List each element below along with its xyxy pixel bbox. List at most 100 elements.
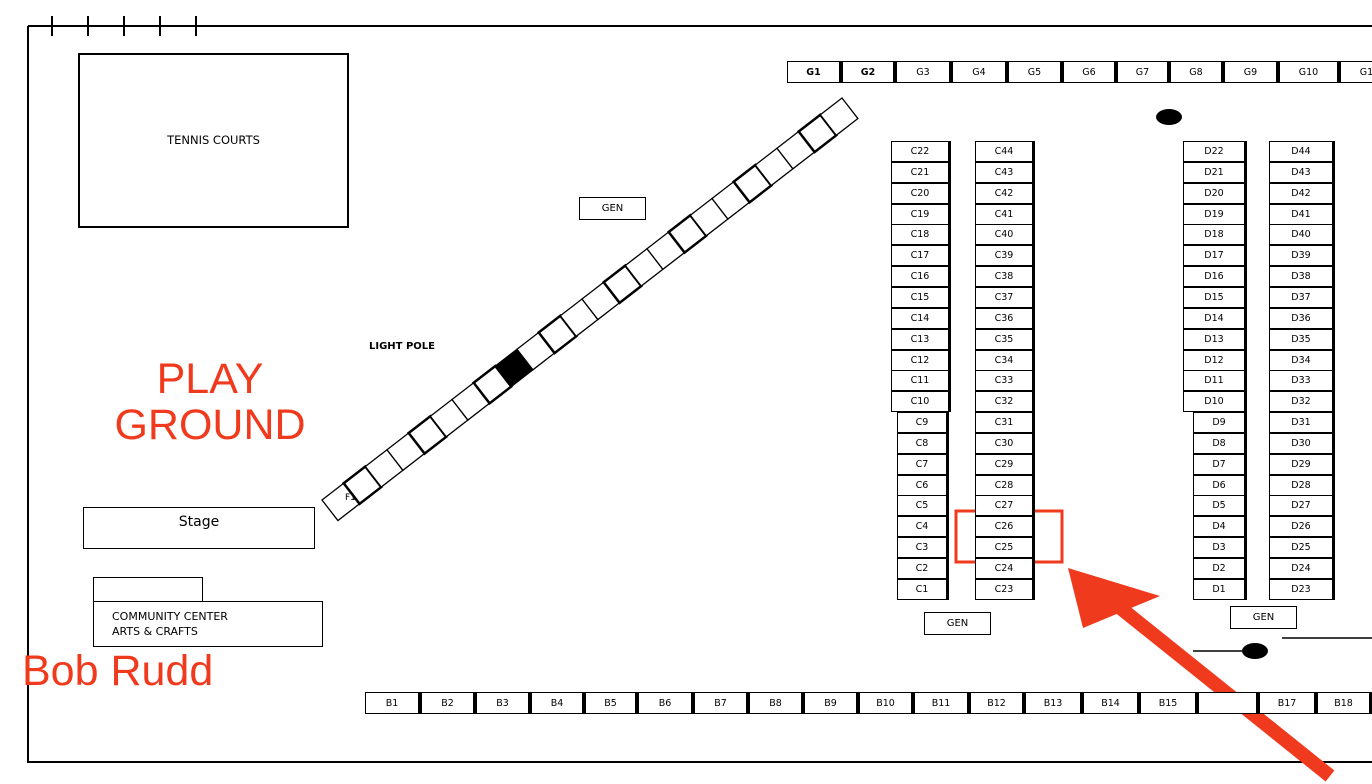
booth-c9[interactable]: C9 — [897, 412, 949, 434]
booth-c1[interactable]: C1 — [897, 578, 949, 600]
booth-d23[interactable]: D23 — [1269, 578, 1335, 600]
booth-c42[interactable]: C42 — [975, 182, 1035, 204]
booth-b16[interactable] — [1198, 692, 1259, 714]
booth-c18[interactable]: C18 — [891, 224, 951, 246]
booth-d5[interactable]: D5 — [1193, 495, 1247, 517]
booth-c20[interactable]: C20 — [891, 182, 951, 204]
booth-d14[interactable]: D14 — [1183, 307, 1247, 329]
booth-d35[interactable]: D35 — [1269, 328, 1335, 350]
booth-c12[interactable]: C12 — [891, 349, 951, 371]
booth-b1[interactable]: B1 — [365, 692, 421, 714]
booth-b9[interactable]: B9 — [804, 692, 859, 714]
booth-g10[interactable]: G10 — [1279, 61, 1340, 83]
booth-d39[interactable]: D39 — [1269, 245, 1335, 267]
booth-d44[interactable]: D44 — [1269, 141, 1335, 162]
booth-d8[interactable]: D8 — [1193, 432, 1247, 454]
booth-c25[interactable]: C25 — [975, 537, 1035, 559]
booth-d24[interactable]: D24 — [1269, 558, 1335, 579]
booth-d29[interactable]: D29 — [1269, 453, 1335, 475]
booth-b13[interactable]: B13 — [1025, 692, 1083, 714]
booth-g1[interactable]: G1 — [787, 61, 842, 83]
booth-c43[interactable]: C43 — [975, 161, 1035, 183]
booth-d1[interactable]: D1 — [1193, 578, 1247, 600]
booth-d22[interactable]: D22 — [1183, 141, 1247, 162]
booth-d6[interactable]: D6 — [1193, 474, 1247, 496]
booth-c2[interactable]: C2 — [897, 558, 949, 579]
booth-d32[interactable]: D32 — [1269, 391, 1335, 413]
gen-box-left[interactable]: GEN — [579, 197, 646, 220]
community-center[interactable]: COMMUNITY CENTER ARTS & CRAFTS — [93, 601, 323, 647]
booth-d31[interactable]: D31 — [1269, 412, 1335, 434]
booth-b8[interactable]: B8 — [749, 692, 804, 714]
gen-box-right[interactable]: GEN — [1230, 606, 1297, 629]
booth-g2[interactable]: G2 — [842, 61, 896, 83]
booth-c7[interactable]: C7 — [897, 453, 949, 475]
booth-d38[interactable]: D38 — [1269, 266, 1335, 288]
booth-d7[interactable]: D7 — [1193, 453, 1247, 475]
booth-d28[interactable]: D28 — [1269, 474, 1335, 496]
booth-d36[interactable]: D36 — [1269, 307, 1335, 329]
booth-c27[interactable]: C27 — [975, 495, 1035, 517]
booth-c5[interactable]: C5 — [897, 495, 949, 517]
booth-c22[interactable]: C22 — [891, 141, 951, 162]
booth-c13[interactable]: C13 — [891, 328, 951, 350]
booth-c41[interactable]: C41 — [975, 203, 1035, 225]
booth-c16[interactable]: C16 — [891, 266, 951, 288]
booth-c10[interactable]: C10 — [891, 391, 951, 413]
booth-d20[interactable]: D20 — [1183, 182, 1247, 204]
booth-d9[interactable]: D9 — [1193, 412, 1247, 434]
booth-d12[interactable]: D12 — [1183, 349, 1247, 371]
booth-c14[interactable]: C14 — [891, 307, 951, 329]
booth-d27[interactable]: D27 — [1269, 495, 1335, 517]
booth-d30[interactable]: D30 — [1269, 432, 1335, 454]
booth-d41[interactable]: D41 — [1269, 203, 1335, 225]
stage[interactable]: Stage — [83, 507, 315, 549]
booth-c35[interactable]: C35 — [975, 328, 1035, 350]
booth-d37[interactable]: D37 — [1269, 286, 1335, 308]
booth-g8[interactable]: G8 — [1170, 61, 1224, 83]
booth-b17[interactable]: B17 — [1259, 692, 1317, 714]
booth-c31[interactable]: C31 — [975, 412, 1035, 434]
booth-d33[interactable]: D33 — [1269, 370, 1335, 392]
booth-d18[interactable]: D18 — [1183, 224, 1247, 246]
booth-b12[interactable]: B12 — [970, 692, 1025, 714]
booth-g7[interactable]: G7 — [1117, 61, 1170, 83]
booth-c23[interactable]: C23 — [975, 578, 1035, 600]
booth-b5[interactable]: B5 — [585, 692, 638, 714]
booth-c15[interactable]: C15 — [891, 286, 951, 308]
booth-d25[interactable]: D25 — [1269, 537, 1335, 559]
booth-c34[interactable]: C34 — [975, 349, 1035, 371]
booth-c30[interactable]: C30 — [975, 432, 1035, 454]
booth-b7[interactable]: B7 — [694, 692, 749, 714]
booth-c40[interactable]: C40 — [975, 224, 1035, 246]
booth-c6[interactable]: C6 — [897, 474, 949, 496]
booth-c44[interactable]: C44 — [975, 141, 1035, 162]
booth-d21[interactable]: D21 — [1183, 161, 1247, 183]
gen-box-center[interactable]: GEN — [924, 612, 991, 635]
booth-c4[interactable]: C4 — [897, 516, 949, 538]
booth-c24[interactable]: C24 — [975, 558, 1035, 579]
booth-c28[interactable]: C28 — [975, 474, 1035, 496]
booth-g4[interactable]: G4 — [952, 61, 1008, 83]
booth-c19[interactable]: C19 — [891, 203, 951, 225]
booth-d3[interactable]: D3 — [1193, 537, 1247, 559]
booth-c8[interactable]: C8 — [897, 432, 949, 454]
booth-b18[interactable]: B18 — [1317, 692, 1372, 714]
booth-d40[interactable]: D40 — [1269, 224, 1335, 246]
booth-c39[interactable]: C39 — [975, 245, 1035, 267]
booth-c3[interactable]: C3 — [897, 537, 949, 559]
booth-g1[interactable]: G1 — [1340, 61, 1372, 83]
booth-c37[interactable]: C37 — [975, 286, 1035, 308]
booth-d42[interactable]: D42 — [1269, 182, 1335, 204]
booth-d11[interactable]: D11 — [1183, 370, 1247, 392]
booth-b11[interactable]: B11 — [914, 692, 970, 714]
booth-b4[interactable]: B4 — [531, 692, 585, 714]
diagonal-booth[interactable] — [819, 97, 859, 137]
booth-d2[interactable]: D2 — [1193, 558, 1247, 579]
booth-c36[interactable]: C36 — [975, 307, 1035, 329]
booth-b6[interactable]: B6 — [638, 692, 694, 714]
booth-g6[interactable]: G6 — [1063, 61, 1117, 83]
booth-c11[interactable]: C11 — [891, 370, 951, 392]
booth-d16[interactable]: D16 — [1183, 266, 1247, 288]
booth-c17[interactable]: C17 — [891, 245, 951, 267]
